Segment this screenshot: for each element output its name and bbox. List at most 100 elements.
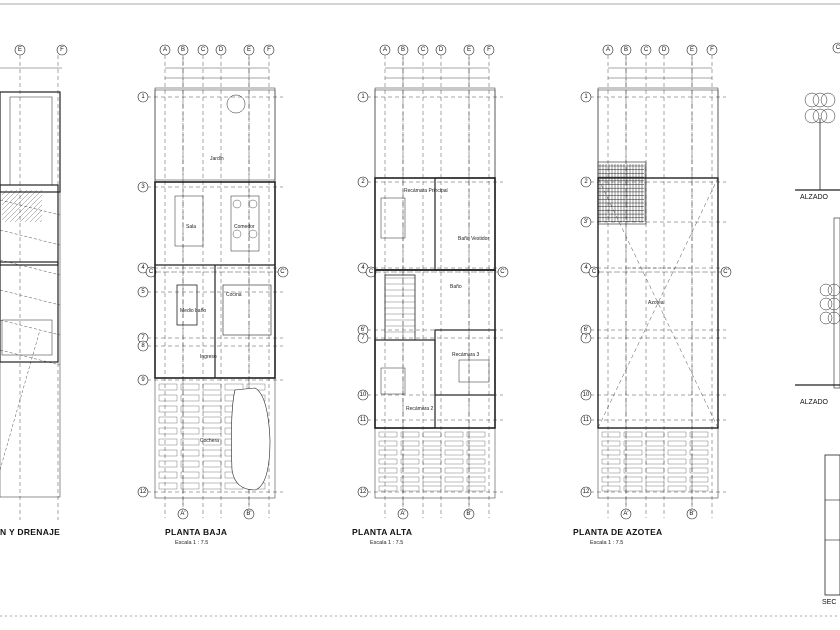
grid-bubble [580,91,592,103]
paver [158,427,178,435]
grid-bubble-label: B' [246,511,251,517]
room-label-cocina: Cocina [226,292,242,298]
grid-bubble-label: A [606,47,610,53]
bed [380,367,406,395]
paver [667,431,687,438]
slab-outline [0,91,61,193]
drain-line [0,289,61,306]
grid-bubble [14,44,26,56]
tree-foliage [804,92,820,108]
paver [158,438,178,446]
paver [378,467,398,474]
grid-bubble-label: B' [689,511,694,517]
grid-bubble-label: 7 [361,335,365,341]
grid-bubble [137,486,149,498]
paver [378,431,398,438]
paver [623,467,643,474]
plan-title-azotea: PLANTA DE AZOTEA Escala 1 : 7.5 [573,527,662,546]
grid-bubble [56,44,68,56]
grid-bubble [580,414,592,426]
grid-bubble [277,266,289,278]
grid-bubble-label: C [836,45,840,51]
grid-bubble-label: A' [180,511,185,517]
grid-bubble [365,266,377,278]
grid-bubble-label: F [60,47,64,53]
paver [466,476,486,483]
grid-bubble-label: C [592,269,597,275]
paver [158,394,178,402]
room-label-azotea: Azotea [648,300,664,306]
grid-bubble [357,332,369,344]
grid-bubble [397,44,409,56]
paver [378,476,398,483]
paver [400,485,420,492]
paver [689,431,709,438]
foundation-hatch [1,189,18,206]
grid-bubble-label: 10 [360,392,367,398]
grid-bubble [159,44,171,56]
room-label-comedor: Comedor [234,224,255,230]
grid-bubble-label: C' [723,269,728,275]
lot-outline [374,87,496,499]
paver [689,467,709,474]
grid-bubble-label: D [219,47,224,53]
tree-foliage [819,297,833,311]
grid-bubble-label: E [467,47,471,53]
grid-bubble-label: C [644,47,649,53]
grid-bubble [435,44,447,56]
plan-scale-text: Escala 1 : 7.5 [175,540,208,546]
room-label-sala: Sala [186,224,196,230]
paver [400,431,420,438]
tree-foliage [819,283,833,297]
paver [645,449,665,456]
room-label-bano: Baño [450,284,462,290]
grid-bubble-label: B [181,47,185,53]
grid-bubble-label: 11 [583,417,590,423]
plan-title-baja: PLANTA BAJA Escala 1 : 7.5 [165,527,227,546]
drain-line [0,229,61,246]
grid-bubble-label: 4 [361,265,365,271]
grid-bubble-label: 2 [361,179,365,185]
grid-bubble-label: 4 [141,265,145,271]
paver [466,440,486,447]
grid-bubble-label: 4 [584,265,588,271]
paver [422,431,442,438]
tree-foliage [819,311,833,325]
elevation-label: ALZADO [800,194,829,201]
paver [180,394,200,402]
paver [466,467,486,474]
paver [202,427,222,435]
paver [667,449,687,456]
grid-bubble-label: A' [400,511,405,517]
grid-bubble [580,486,592,498]
plan-title-text: PLANTA DE AZOTEA [573,527,662,537]
grid-bubble-label: C [369,269,374,275]
grid-bubble-label: E [690,47,694,53]
grid-bubble-label: 7 [584,335,588,341]
paver [180,460,200,468]
paver [623,431,643,438]
paver [444,458,464,465]
grid-bubble-label: 9 [141,377,145,383]
paver [158,460,178,468]
grid-bubble-label: C' [500,269,505,275]
paver [180,482,200,490]
foundation-hatch [39,219,43,223]
grid-bubble [243,44,255,56]
grid-bubble [357,486,369,498]
paver [378,440,398,447]
sofa [174,195,204,247]
drain-line [0,319,61,336]
room-label-cochera: Cochera [200,438,219,444]
paver [689,440,709,447]
room-label-recamara-2: Recámara 2 [406,406,433,412]
paver [623,485,643,492]
grid-bubble-label: 8 [141,343,145,349]
paver [689,449,709,456]
elevation-label: ALZADO [800,399,829,406]
grid-bubble-label: D [439,47,444,53]
grid-bubble [832,42,840,54]
grid-bubble-label: C [201,47,206,53]
grid-bubble-label: B [624,47,628,53]
